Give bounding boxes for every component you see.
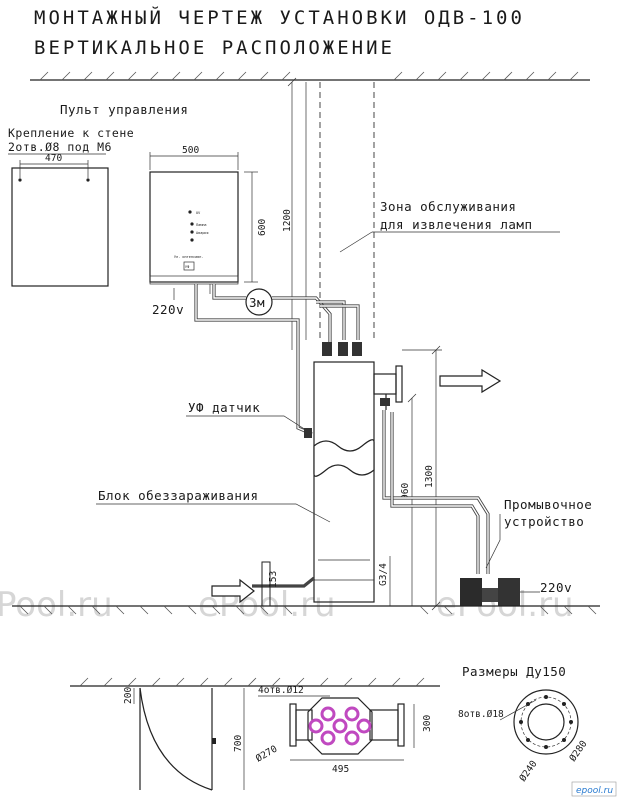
dim-153: 153 bbox=[268, 571, 279, 588]
service-zone-label-1: Зона обслуживания bbox=[380, 199, 516, 214]
dim-g34: G3/4 bbox=[378, 563, 389, 586]
drawing-title: МОНТАЖНЫЙ ЧЕРТЕЖ УСТАНОВКИ ОДВ-100 bbox=[34, 6, 525, 29]
floor-line bbox=[12, 605, 600, 615]
inlet-pipe bbox=[211, 561, 315, 607]
uv-sensor-leader bbox=[186, 415, 307, 431]
panel-text-lamp: Лампа bbox=[196, 223, 207, 227]
drawing-subtitle: ВЕРТИКАЛЬНОЕ РАСПОЛОЖЕНИЕ bbox=[34, 37, 395, 59]
indicator-led bbox=[190, 238, 194, 242]
sizes-du150-label: Размеры Ду150 bbox=[462, 664, 566, 679]
panel-text-alarm: Авария bbox=[196, 231, 209, 235]
dim-d270: Ø270 bbox=[254, 743, 280, 764]
dim-1300: 1300 bbox=[424, 465, 435, 488]
flange-view bbox=[499, 689, 579, 755]
corner-logo: epool.ru bbox=[571, 781, 617, 797]
uv-sensor bbox=[304, 428, 312, 438]
ceiling-line bbox=[30, 71, 590, 81]
dim-200: 200 bbox=[123, 687, 134, 704]
flush-device-label-2: устройство bbox=[504, 514, 584, 529]
flush-device bbox=[460, 578, 540, 606]
dim-470: 470 bbox=[45, 153, 62, 164]
control-panel-label: Пульт управления bbox=[60, 102, 188, 117]
block-plan-view bbox=[289, 697, 415, 761]
power-left-label: 220v bbox=[152, 302, 184, 317]
watermark-1: Pool.ru bbox=[0, 585, 113, 625]
disinfection-block bbox=[313, 361, 375, 603]
wall-mount-holes-label: 2отв.Ø8 под М6 bbox=[8, 140, 112, 154]
dim-495: 495 bbox=[332, 764, 349, 775]
dimension-lines-right bbox=[389, 345, 442, 611]
flush-pipes bbox=[382, 410, 490, 574]
indicator-led bbox=[190, 230, 194, 234]
panel-door-plan bbox=[133, 687, 245, 791]
panel-label-box bbox=[183, 261, 195, 271]
dim-300: 300 bbox=[422, 715, 433, 732]
flow-in-arrow bbox=[211, 578, 255, 604]
cable-3m-marker bbox=[245, 288, 273, 316]
plan-wall-line bbox=[70, 677, 440, 687]
lamp-connectors bbox=[322, 342, 362, 356]
dim-600: 600 bbox=[257, 219, 268, 236]
uv-sensor-label: УФ датчик bbox=[188, 400, 260, 415]
dim-960: 960 bbox=[400, 483, 411, 500]
panel-back-plate bbox=[11, 160, 109, 287]
disinfection-block-label: Блок обеззараживания bbox=[98, 488, 259, 503]
dim-700: 700 bbox=[233, 735, 244, 752]
corner-logo-text: epool.ru bbox=[576, 786, 613, 796]
flow-out-arrow bbox=[439, 368, 502, 394]
panel-text-uv: UV bbox=[196, 211, 201, 215]
cable-3m-label: 3м bbox=[249, 295, 265, 310]
indicator-led bbox=[188, 210, 192, 214]
control-panel bbox=[149, 152, 258, 300]
panel-text-hours: Ул. интенсивн. bbox=[174, 255, 204, 259]
panel-text-box: УФ bbox=[185, 265, 189, 269]
service-zone-label-2: для извлечения ламп bbox=[380, 217, 533, 232]
flush-device-label-1: Промывочное bbox=[504, 497, 592, 512]
dim-holes4: 4отв.Ø12 bbox=[258, 685, 304, 696]
outlet-pipe bbox=[373, 365, 403, 410]
dim-holes8: 8отв.Ø18 bbox=[458, 709, 504, 720]
service-zone-leader bbox=[339, 231, 373, 253]
indicator-led bbox=[190, 222, 194, 226]
lamp-cables bbox=[194, 284, 360, 436]
dim-500: 500 bbox=[182, 145, 199, 156]
dim-d240: Ø240 bbox=[517, 758, 539, 783]
wall-mount-label: Крепление к стене bbox=[8, 126, 134, 140]
disinfection-block-leader bbox=[96, 503, 331, 523]
flush-device-leader bbox=[485, 514, 501, 569]
power-right-label: 220v bbox=[540, 580, 572, 595]
dim-1200: 1200 bbox=[282, 209, 293, 232]
dimension-1200 bbox=[287, 77, 297, 350]
